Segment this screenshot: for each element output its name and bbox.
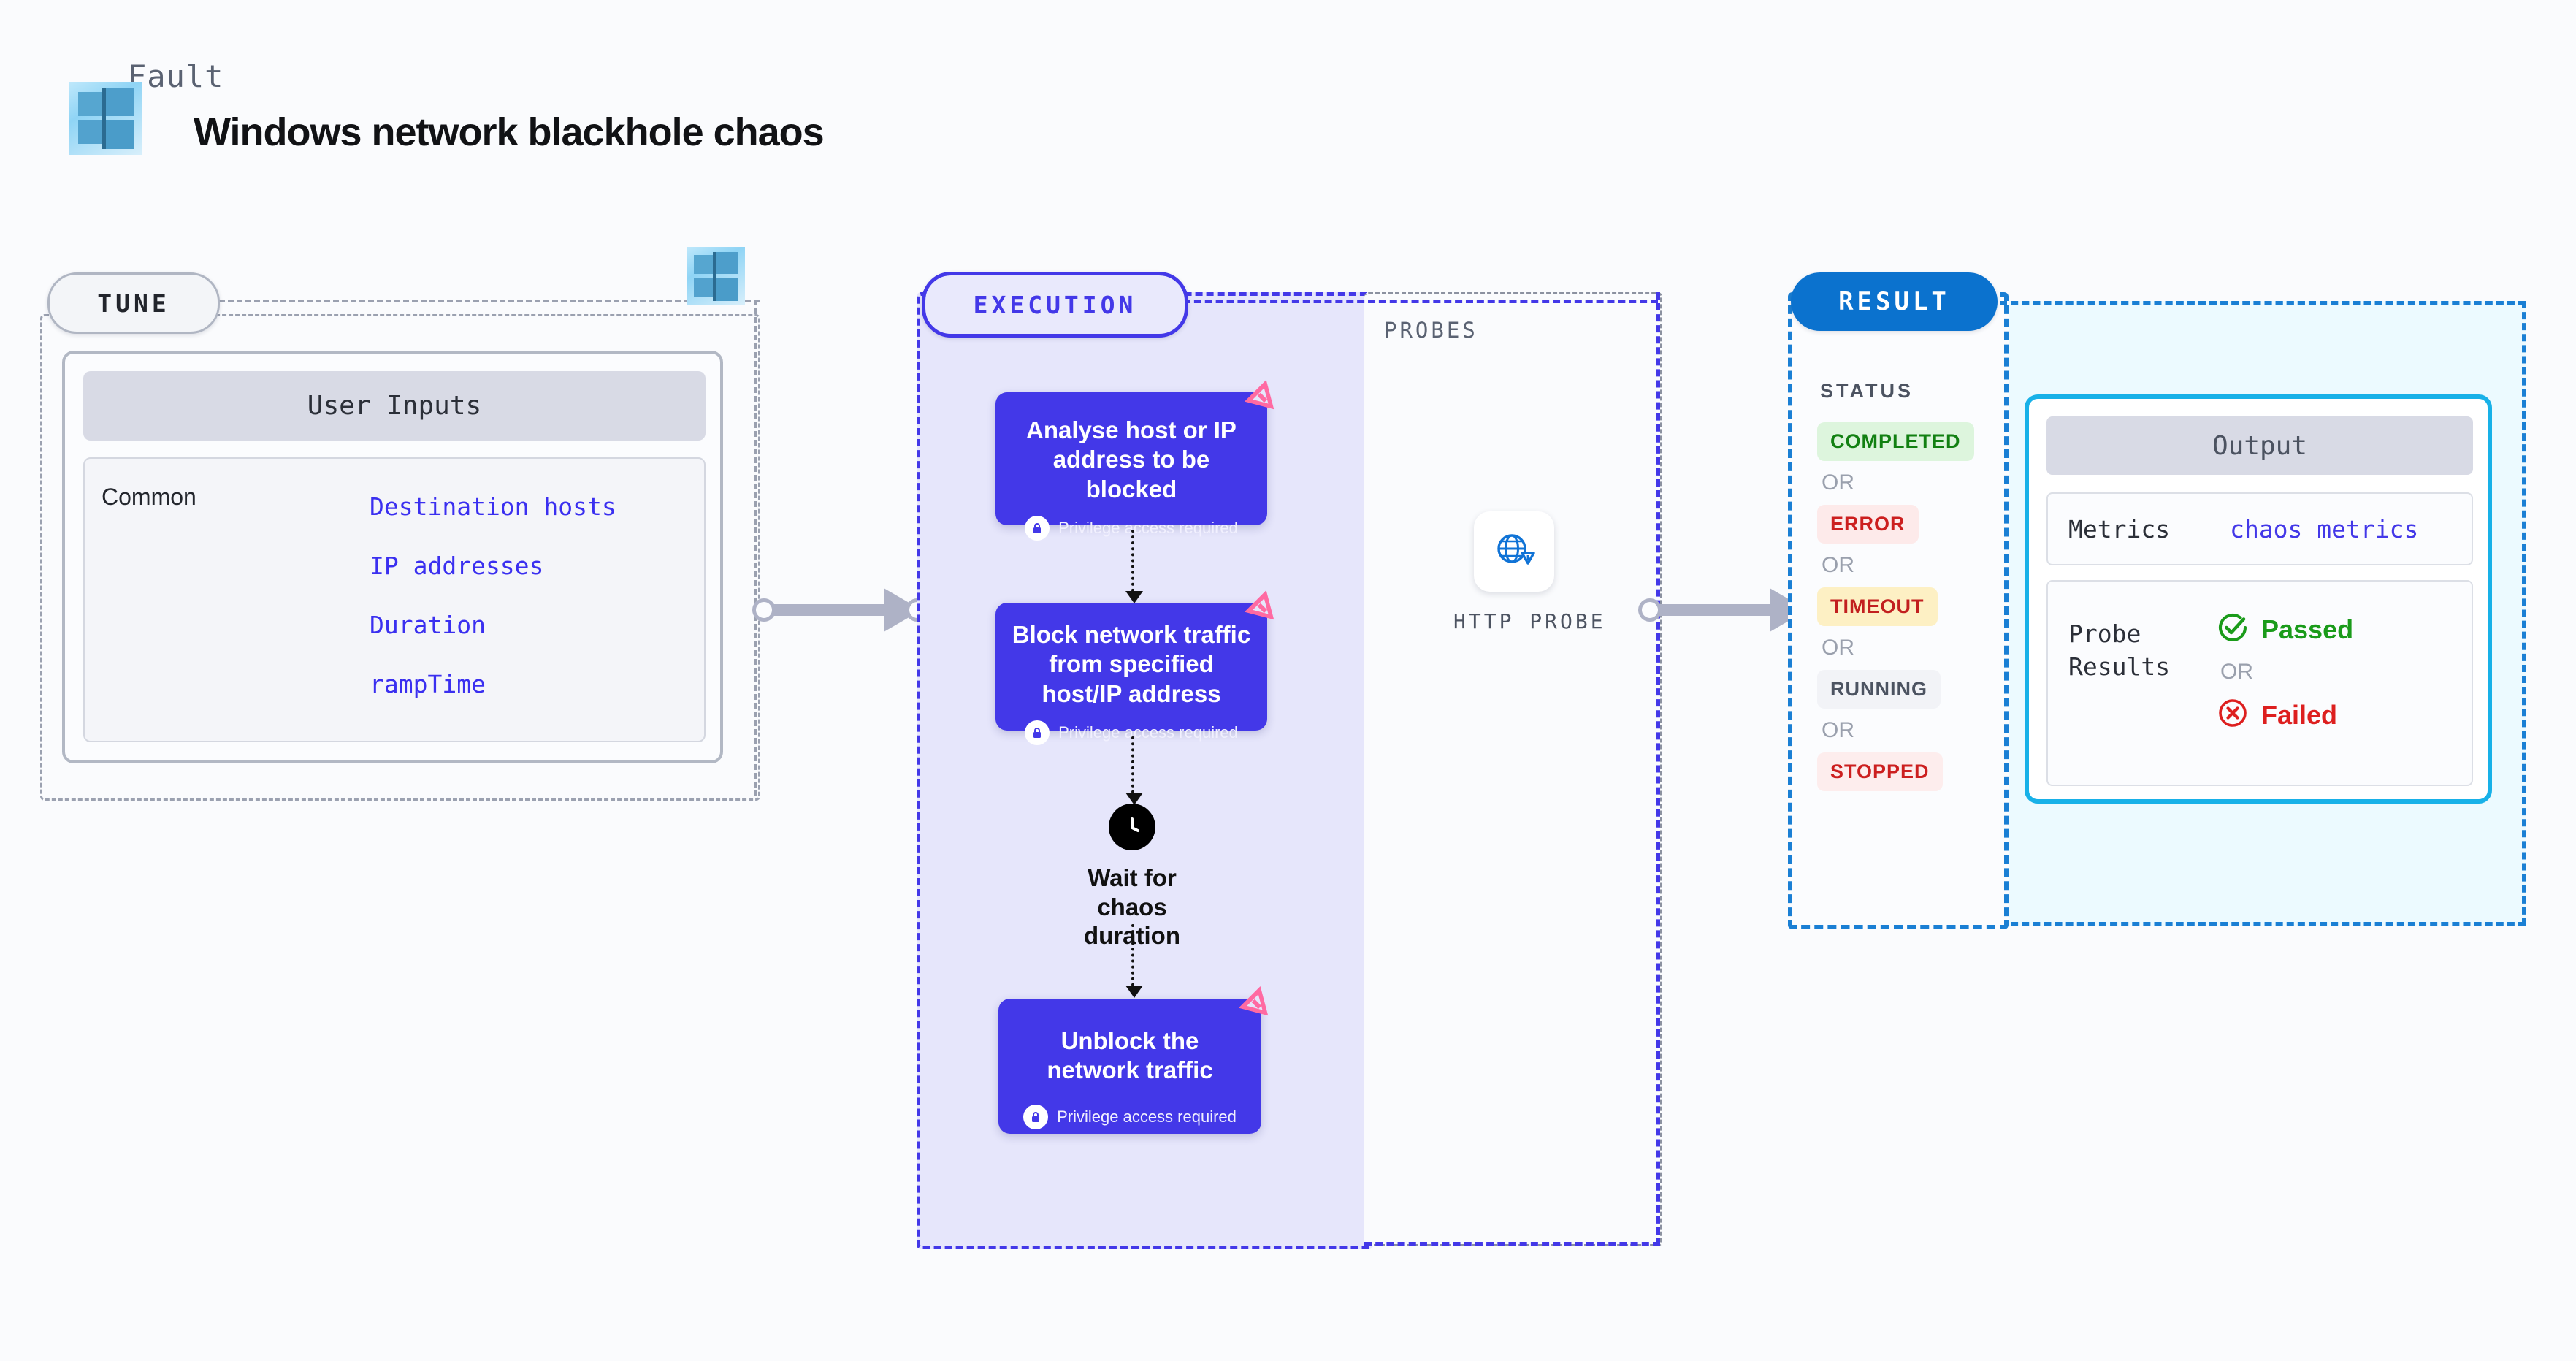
chaos-badge-icon [1241, 587, 1283, 629]
param-list: Destination hosts IP addresses Duration … [370, 492, 698, 729]
status-badge: ERROR [1817, 505, 1919, 544]
execution-step-card[interactable]: Unblock the network traffic Privilege ac… [998, 986, 1269, 1134]
connector-start-dot [752, 598, 776, 622]
or-separator: OR [1822, 718, 1854, 742]
or-separator: OR [1822, 636, 1854, 660]
lock-icon [1025, 720, 1050, 745]
execution-step-card[interactable]: Block network traffic from specified hos… [995, 590, 1274, 745]
windows-logo-icon [687, 247, 745, 305]
step-connector-arrow [1125, 530, 1143, 603]
failed-label: Failed [2261, 699, 2338, 730]
metrics-value[interactable]: chaos metrics [2230, 514, 2419, 544]
status-badge: RUNNING [1817, 670, 1941, 709]
param-item[interactable]: Destination hosts [370, 492, 616, 521]
step-title: Unblock the network traffic [1047, 1027, 1213, 1084]
lock-icon [1025, 515, 1050, 541]
execution-step-card[interactable]: Analyse host or IP address to be blocked… [995, 379, 1274, 541]
user-inputs-title: User Inputs [307, 391, 482, 421]
probe-label: HTTP PROBE [1453, 609, 1606, 633]
execution-pill-label: EXECUTION [973, 290, 1137, 319]
privilege-note: Privilege access required [998, 1104, 1261, 1129]
probe-results-values: Passed OR Failed [2217, 612, 2353, 732]
globe-warning-icon [1473, 511, 1554, 592]
status-list: COMPLETED OR ERROR OR TIMEOUT OR RUNNING… [1817, 422, 1996, 791]
step-title: Analyse host or IP address to be blocked [1026, 416, 1237, 503]
privilege-label: Privilege access required [1057, 1107, 1237, 1126]
chaos-badge-icon [1241, 376, 1283, 419]
fault-kind-label: Fault [128, 58, 224, 94]
status-badge: STOPPED [1817, 752, 1943, 791]
connector-tune-to-execution [752, 588, 931, 632]
chaos-badge-icon [1235, 983, 1277, 1025]
or-separator: OR [1822, 470, 1854, 495]
probe-result-passed: Passed [2217, 612, 2353, 647]
passed-label: Passed [2261, 614, 2354, 644]
param-item[interactable]: Duration [370, 611, 486, 639]
user-inputs-header: User Inputs [83, 371, 706, 441]
tune-pill-label: TUNE [97, 289, 170, 318]
status-label: STATUS [1820, 380, 1914, 402]
probes-bottom-border [1364, 1242, 1660, 1246]
connector-start-dot [1638, 598, 1662, 622]
clock-icon [1109, 804, 1155, 850]
probe-result-failed: Failed [2217, 698, 2353, 732]
probe-item[interactable]: HTTP PROBE [1453, 511, 1606, 633]
windows-logo-icon [69, 82, 142, 155]
status-badge: TIMEOUT [1817, 587, 1938, 626]
connector-bar [763, 604, 894, 616]
execution-section-pill[interactable]: EXECUTION [922, 272, 1188, 338]
user-inputs-card: User Inputs Destination hosts IP address… [62, 351, 723, 763]
or-separator: OR [2220, 660, 2253, 684]
user-inputs-body: Destination hosts IP addresses Duration … [83, 457, 706, 742]
page-title: Windows network blackhole chaos [194, 110, 825, 154]
param-item[interactable]: rampTime [370, 670, 486, 698]
lock-icon [1023, 1104, 1049, 1129]
privilege-note: Privilege access required [995, 515, 1267, 541]
tune-section-pill[interactable]: TUNE [47, 272, 220, 334]
x-circle-icon [2217, 698, 2248, 732]
step-title: Block network traffic from specified hos… [1012, 621, 1251, 707]
result-section-pill[interactable]: RESULT [1791, 272, 1998, 331]
param-group-label: Common [102, 484, 196, 510]
privilege-label: Privilege access required [1058, 518, 1238, 537]
page-header: Fault [69, 44, 1092, 146]
connector-bar [1648, 604, 1780, 616]
execution-dash-top [1183, 300, 1658, 303]
privilege-label: Privilege access required [1058, 723, 1238, 742]
probes-right-border [1656, 292, 1660, 1246]
probes-section [1364, 292, 1662, 1246]
tune-dash-connector-horizontal [219, 300, 760, 302]
step-connector-arrow [1125, 736, 1143, 805]
probes-section-label: PROBES [1384, 318, 1478, 343]
status-badge: COMPLETED [1817, 422, 1974, 461]
param-item[interactable]: IP addresses [370, 552, 544, 580]
or-separator: OR [1822, 553, 1854, 577]
result-pill-label: RESULT [1838, 287, 1950, 316]
metrics-row: Metrics chaos metrics [2046, 492, 2473, 565]
step-connector-arrow [1125, 924, 1143, 998]
tune-section [40, 314, 760, 801]
output-header: Output [2046, 416, 2473, 475]
result-dash-top [2000, 301, 2526, 305]
privilege-note: Privilege access required [995, 720, 1267, 745]
check-circle-icon [2217, 612, 2248, 647]
output-title: Output [2212, 430, 2308, 461]
metrics-key: Metrics [2068, 514, 2171, 544]
tune-dash-connector-vertical [754, 300, 757, 796]
